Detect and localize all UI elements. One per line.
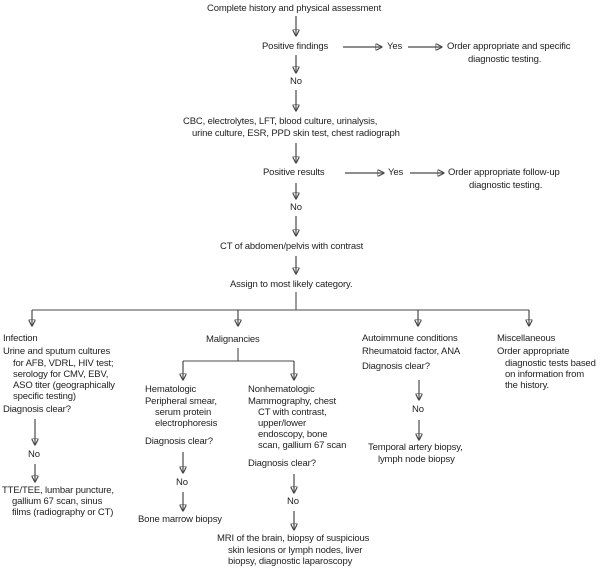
- autoimmune-followup-line2: lymph node biopsy: [378, 454, 455, 465]
- node-followup-testing-line2: diagnostic testing.: [469, 180, 543, 191]
- miscellaneous-action-line1: Order appropriate: [497, 346, 570, 357]
- infection-followup-line1: TTE/TEE, lumbar puncture,: [2, 485, 114, 496]
- branch-autoimmune-title: Autoimmune conditions: [362, 333, 458, 344]
- decision-positive-findings: Positive findings: [262, 41, 329, 52]
- node-specific-testing-line1: Order appropriate and specific: [447, 41, 571, 52]
- nonhematologic-label-no: No: [287, 496, 299, 507]
- hematologic-title: Hematologic: [145, 384, 197, 395]
- nonhematologic-tests-line4: endoscopy, bone: [258, 429, 328, 440]
- autoimmune-tests-line1: Rheumatoid factor, ANA: [362, 346, 461, 357]
- nonhematologic-followup-line2: skin lesions or lymph nodes, liver: [228, 545, 363, 556]
- infection-label-no: No: [28, 449, 40, 460]
- infection-tests-line1: Urine and sputum cultures: [3, 346, 111, 357]
- nonhematologic-title: Nonhematologic: [248, 384, 315, 395]
- nonhematologic-tests-line3: upper/lower: [258, 418, 306, 429]
- hematologic-tests-line1: Peripheral smear,: [145, 396, 217, 407]
- nonhematologic-tests-line5: scan, gallium 67 scan: [258, 440, 347, 451]
- decision-positive-results: Positive results: [263, 167, 325, 178]
- label-yes-1: Yes: [387, 41, 403, 52]
- nonhematologic-followup-line1: MRI of the brain, biopsy of suspicious: [217, 533, 370, 544]
- miscellaneous-action-line3: on information from: [505, 369, 584, 380]
- infection-tests-line2: for AFB, VDRL, HIV test;: [13, 358, 114, 369]
- node-assign-category: Assign to most likely category.: [230, 279, 353, 290]
- node-initial-tests-line1: CBC, electrolytes, LFT, blood culture, u…: [183, 116, 378, 127]
- infection-followup-line3: films (radiography or CT): [12, 507, 114, 518]
- node-initial-tests-line2: urine culture, ESR, PPD skin test, chest…: [192, 128, 400, 139]
- hematologic-diagnosis-question: Diagnosis clear?: [145, 436, 213, 447]
- autoimmune-label-no: No: [412, 404, 424, 415]
- hematologic-tests-line2: serum protein: [155, 407, 212, 418]
- label-no-1: No: [290, 76, 302, 87]
- infection-followup-line2: gallium 67 scan, sinus: [12, 496, 103, 507]
- autoimmune-diagnosis-question: Diagnosis clear?: [362, 361, 430, 372]
- nonhematologic-tests-line2: CT with contrast,: [258, 407, 327, 418]
- nonhematologic-tests-line1: Mammography, chest: [248, 396, 336, 407]
- infection-tests-line3: serology for CMV, EBV,: [13, 369, 109, 380]
- node-ct-scan: CT of abdomen/pelvis with contrast: [220, 241, 364, 252]
- infection-tests-line4: ASO titer (geographically: [13, 380, 115, 391]
- infection-diagnosis-question: Diagnosis clear?: [3, 404, 71, 415]
- infection-tests-line5: specific testing): [13, 391, 76, 402]
- node-complete-history: Complete history and physical assessment: [207, 3, 382, 14]
- miscellaneous-action-line4: the history.: [505, 380, 549, 391]
- branch-infection-title: Infection: [3, 333, 38, 344]
- branch-miscellaneous-title: Miscellaneous: [497, 333, 556, 344]
- hematologic-followup: Bone marrow biopsy: [138, 514, 222, 525]
- branch-malignancies-title: Malignancies: [206, 334, 260, 345]
- nonhematologic-diagnosis-question: Diagnosis clear?: [248, 458, 316, 469]
- label-yes-2: Yes: [388, 167, 404, 178]
- label-no-2: No: [290, 202, 302, 213]
- node-specific-testing-line2: diagnostic testing.: [468, 54, 542, 65]
- miscellaneous-action-line2: diagnostic tests based: [505, 358, 596, 369]
- node-followup-testing-line1: Order appropriate follow-up: [448, 167, 560, 178]
- autoimmune-followup-line1: Temporal artery biopsy,: [368, 442, 463, 453]
- nonhematologic-followup-line3: biopsy, diagnostic laparoscopy: [228, 556, 353, 567]
- hematologic-tests-line3: electrophoresis: [155, 418, 218, 429]
- hematologic-label-no: No: [176, 477, 188, 488]
